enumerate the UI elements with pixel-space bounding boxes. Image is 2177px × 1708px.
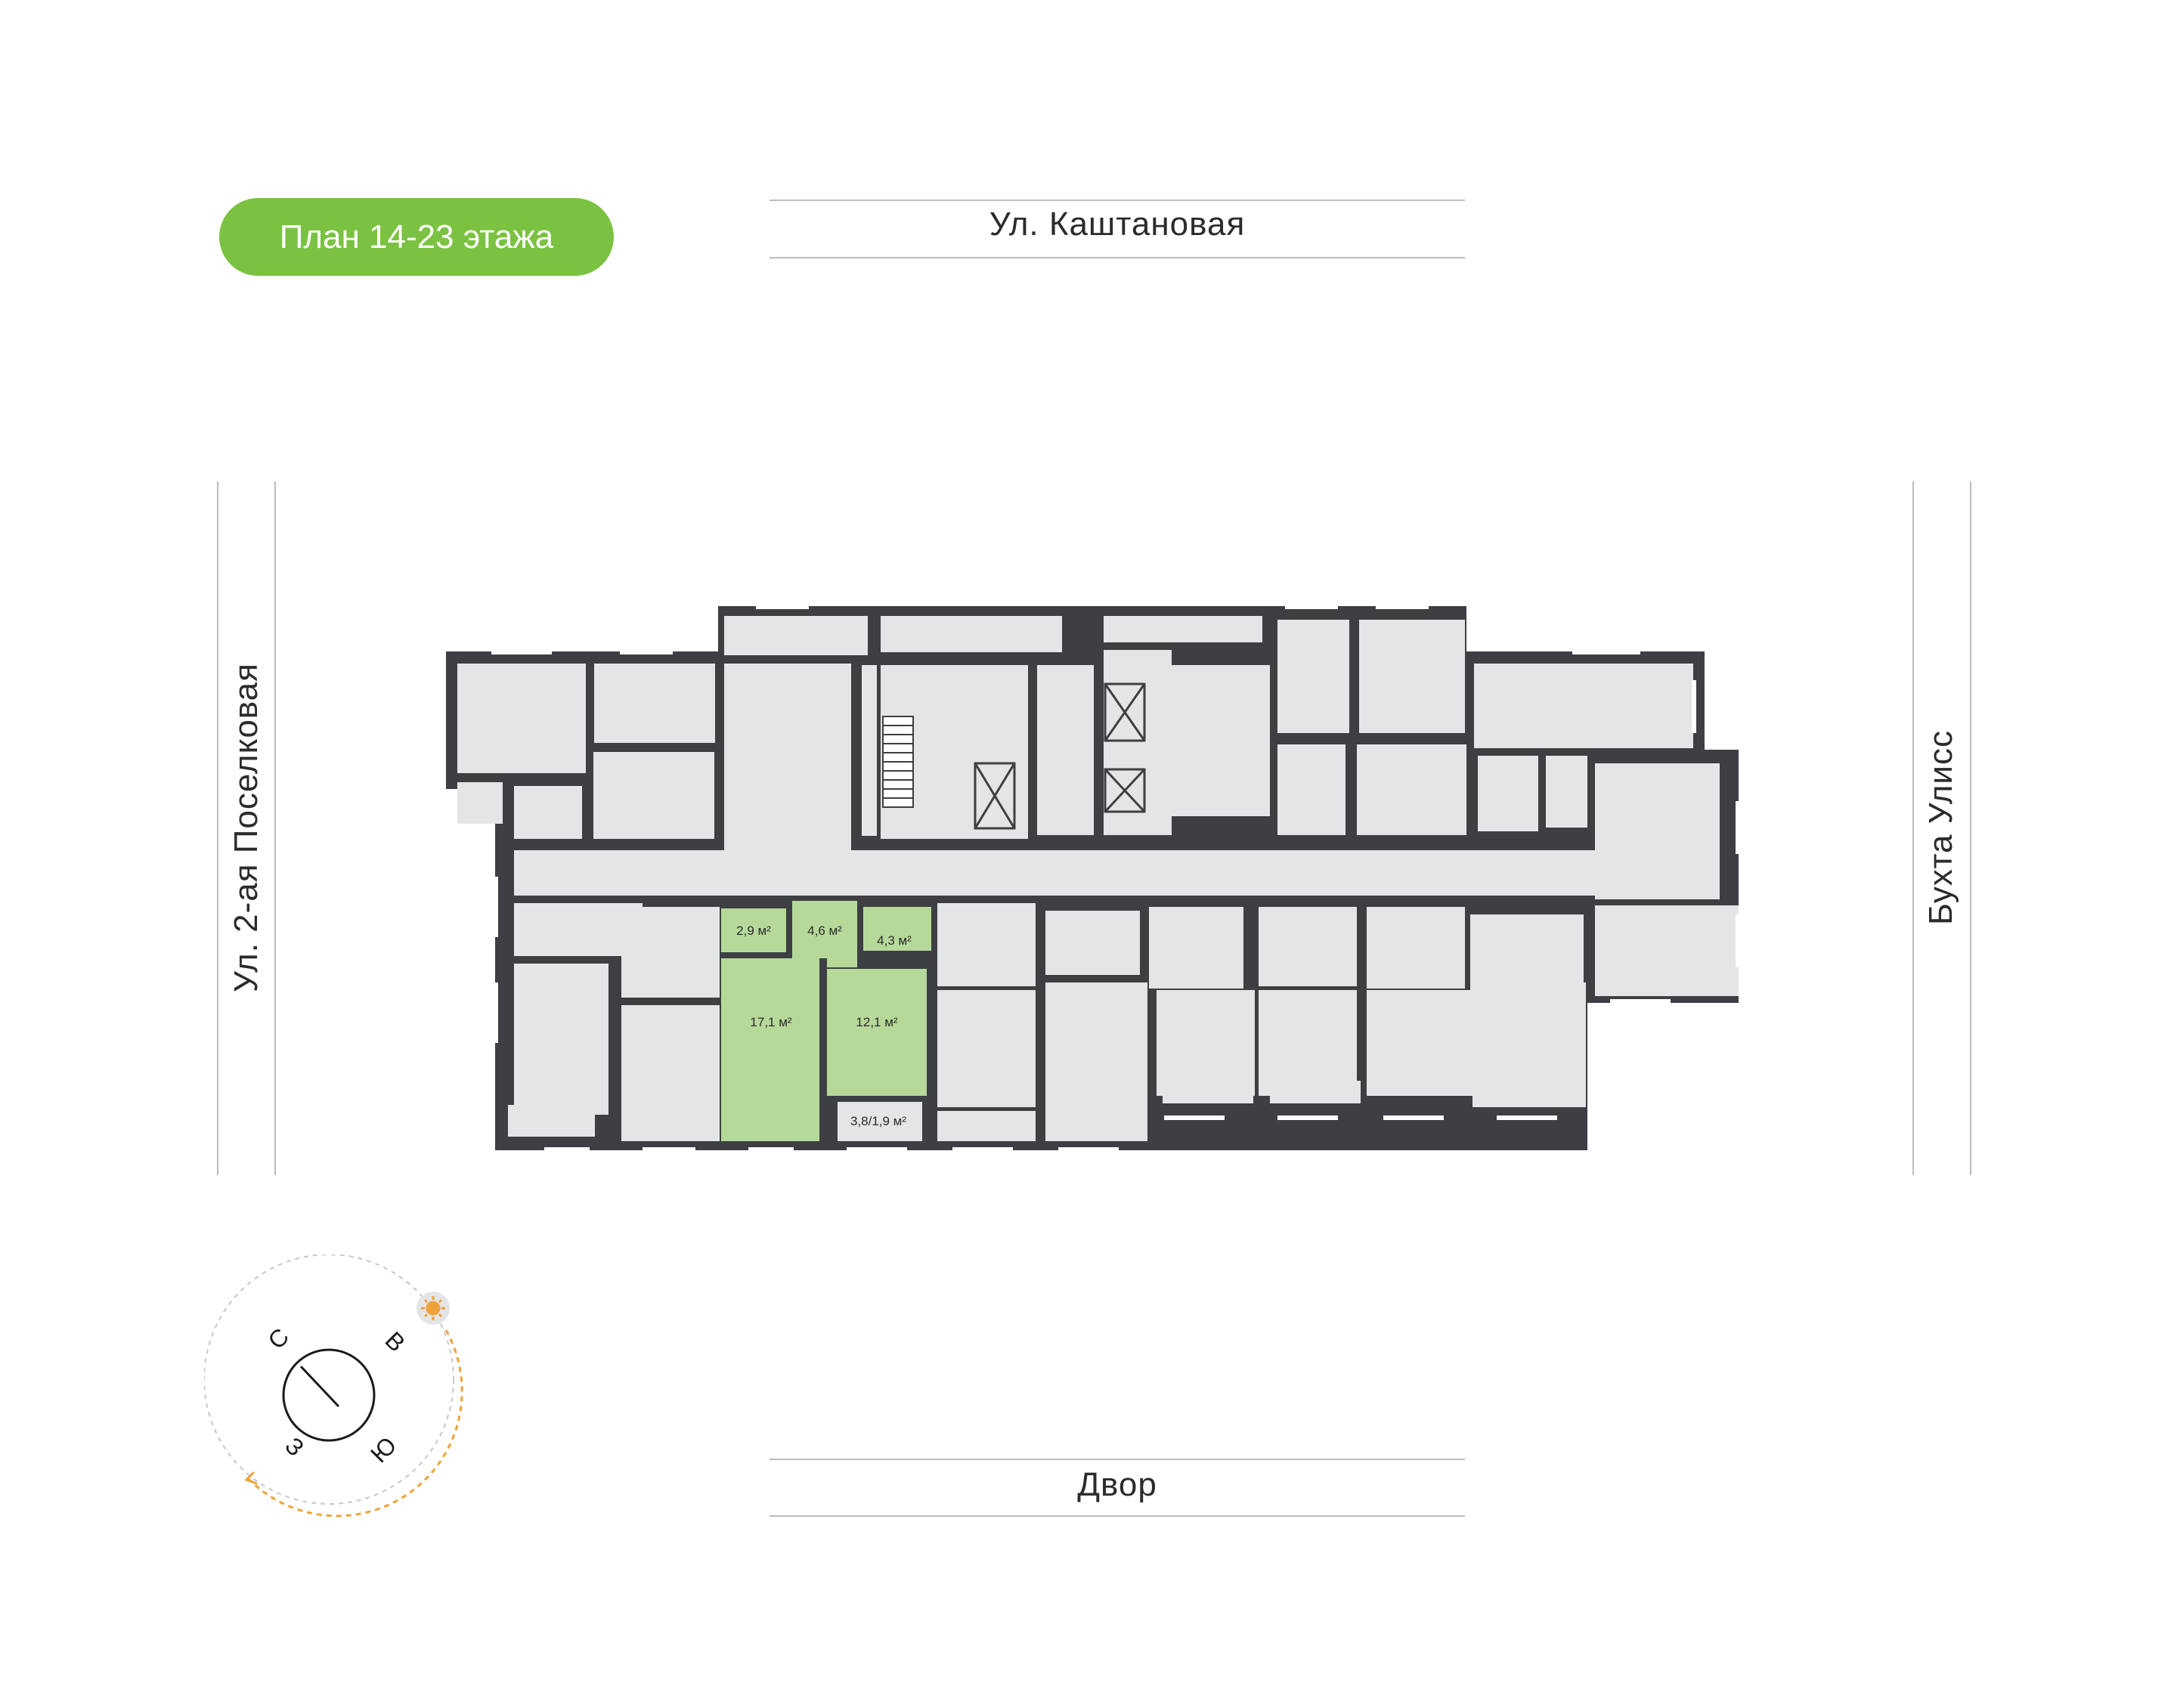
west-street-line-right [274,481,276,1175]
windows [491,605,1740,1152]
north-street-label: Ул. Каштановая [989,206,1246,243]
apartment-room-balcony [838,1102,922,1141]
east-street-line-left [1912,481,1914,1175]
room-label-hall: 2,9 м² [736,924,771,938]
apartment-room-living [721,958,819,1141]
north-street-line-bottom [770,257,1465,258]
south-yard-line-top [770,1459,1465,1460]
compass-dial [282,1348,376,1442]
lift-shafts [974,682,1146,830]
sun-icon [421,1296,445,1320]
apartment-room-bedroom [827,969,927,1096]
south-yard-label: Двор [1077,1466,1157,1503]
sun-path-arc [246,1329,463,1518]
apartment-room-hall [721,908,786,952]
floor-plan-title: План 14-23 этажа [279,218,554,255]
apartment-room-bath [862,907,931,951]
west-street-line-left [217,481,218,1175]
compass-east: В [380,1326,411,1357]
highlighted-apartment [721,899,931,1141]
rooms [457,616,1739,1141]
compass-south: Ю [365,1431,401,1468]
compass-north: С [262,1323,294,1354]
floor-plan-badge: План 14-23 этажа [219,198,614,276]
apartment-area-labels: 2,9 м² 4,6 м² 4,3 м² 17,1 м² 12,1 м² 3,8… [736,924,912,1128]
room-label-corridor: 4,6 м² [807,924,842,938]
room-label-balcony: 3,8/1,9 м² [850,1114,906,1128]
south-yard-line-bottom [770,1515,1465,1517]
room-label-bath: 4,3 м² [877,933,912,948]
room-label-living: 17,1 м² [750,1015,791,1029]
sun-path-arrow [244,1471,258,1485]
compass-needle [299,1365,340,1408]
room-label-bedroom: 12,1 м² [856,1015,897,1029]
compass-west: З [280,1432,309,1462]
north-street-line-top [770,200,1465,201]
sun-path-circle [204,1255,454,1505]
compass: С В З Ю [204,1255,463,1518]
stair-flight [882,716,914,808]
east-street-line-right [1970,481,1971,1175]
apartment-room-corridor [791,901,859,967]
